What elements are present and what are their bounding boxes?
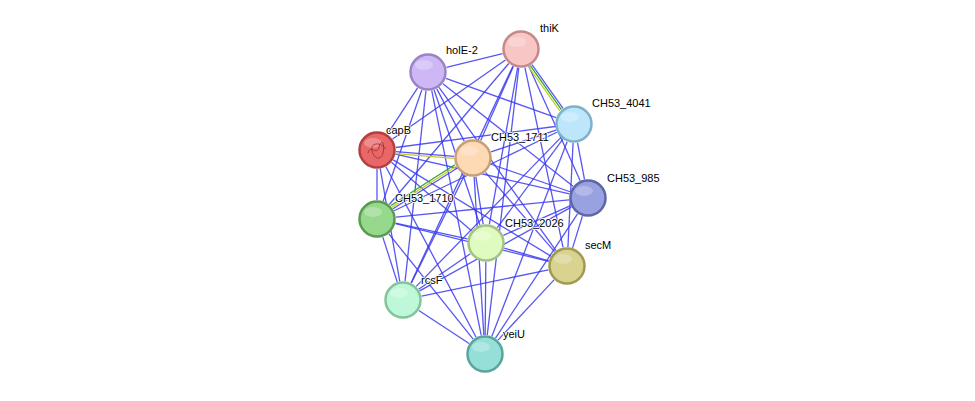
node-disc — [411, 55, 446, 90]
node-disc — [469, 226, 504, 261]
protein-node: CH53_1711 — [454, 139, 492, 177]
node-circle — [454, 139, 492, 177]
protein-label: CH53_4041 — [592, 97, 651, 110]
protein-label: thiK — [540, 22, 559, 35]
node-highlight — [554, 254, 572, 264]
interaction-edge — [393, 168, 457, 209]
interaction-edge — [383, 237, 397, 282]
node-circle — [502, 30, 540, 68]
protein-node: yeiU — [466, 335, 504, 373]
protein-node: capB — [358, 131, 396, 169]
protein-label: CH53_985 — [607, 172, 660, 185]
protein-node: CH53_2026 — [467, 224, 505, 262]
interaction-edge — [395, 224, 548, 262]
protein-label: secM — [585, 239, 611, 252]
evidence-strand — [529, 67, 560, 111]
interaction-edge — [497, 139, 562, 227]
interaction-edge — [532, 65, 563, 109]
interaction-edge — [498, 280, 554, 340]
interaction-edge — [504, 248, 548, 261]
interaction-edge — [485, 262, 487, 335]
node-disc — [456, 141, 491, 176]
evidence-strand — [396, 154, 454, 159]
interaction-edge — [503, 206, 570, 236]
interaction-edge — [491, 164, 570, 192]
interaction-edge — [405, 91, 426, 281]
protein-node: secM — [548, 247, 586, 285]
node-disc — [550, 249, 585, 284]
interaction-edge — [396, 223, 468, 239]
interaction-edge — [419, 254, 471, 289]
node-disc — [386, 283, 421, 318]
node-circle — [569, 179, 607, 217]
interaction-edge — [487, 68, 519, 335]
node-highlight — [460, 146, 478, 156]
node-highlight — [364, 207, 382, 217]
node-disc — [504, 32, 539, 67]
node-circle — [384, 281, 422, 319]
node-disc — [360, 133, 395, 168]
evidence-strand — [391, 165, 455, 206]
node-circle — [548, 247, 586, 285]
evidence-strand — [530, 66, 561, 110]
interaction-edge — [578, 143, 585, 180]
protein-label: rcsF — [421, 274, 442, 287]
interaction-edge — [422, 270, 549, 296]
protein-label: yeiU — [503, 328, 525, 341]
protein-label: CH53_2026 — [505, 217, 564, 230]
protein-node: CH53_985 — [569, 179, 607, 217]
node-circle — [467, 224, 505, 262]
protein-node: CH53_4041 — [555, 105, 593, 143]
protein-node: rcsF — [384, 281, 422, 319]
node-highlight — [508, 37, 526, 47]
protein-label: CH53_1710 — [395, 192, 454, 205]
interaction-edge — [386, 167, 476, 337]
protein-label: CH53_1711 — [491, 131, 549, 144]
protein-label: holE-2 — [446, 44, 478, 57]
node-disc — [360, 202, 395, 237]
node-highlight — [415, 60, 433, 70]
protein-node: CH53_1710 — [358, 200, 396, 238]
node-circle — [466, 335, 504, 373]
node-highlight — [575, 186, 593, 196]
protein-node: holE-2 — [409, 53, 447, 91]
interaction-edge — [420, 207, 572, 291]
node-disc — [468, 337, 503, 372]
protein-label: capB — [386, 124, 411, 137]
protein-node: thiK — [502, 30, 540, 68]
node-highlight — [473, 231, 491, 241]
interaction-edge — [446, 78, 556, 117]
node-circle — [555, 105, 593, 143]
evidence-strand — [392, 167, 456, 208]
node-disc — [557, 107, 592, 142]
node-circle — [358, 131, 396, 169]
interaction-edge — [573, 216, 583, 248]
node-circle — [409, 53, 447, 91]
node-circle — [358, 200, 396, 238]
node-disc — [571, 181, 606, 216]
interaction-edge — [376, 169, 377, 200]
structure-art — [368, 142, 386, 158]
interaction-edge — [419, 310, 469, 343]
node-highlight — [390, 288, 408, 298]
node-highlight — [561, 112, 579, 122]
interaction-edge — [391, 162, 471, 230]
node-highlight — [472, 342, 490, 352]
